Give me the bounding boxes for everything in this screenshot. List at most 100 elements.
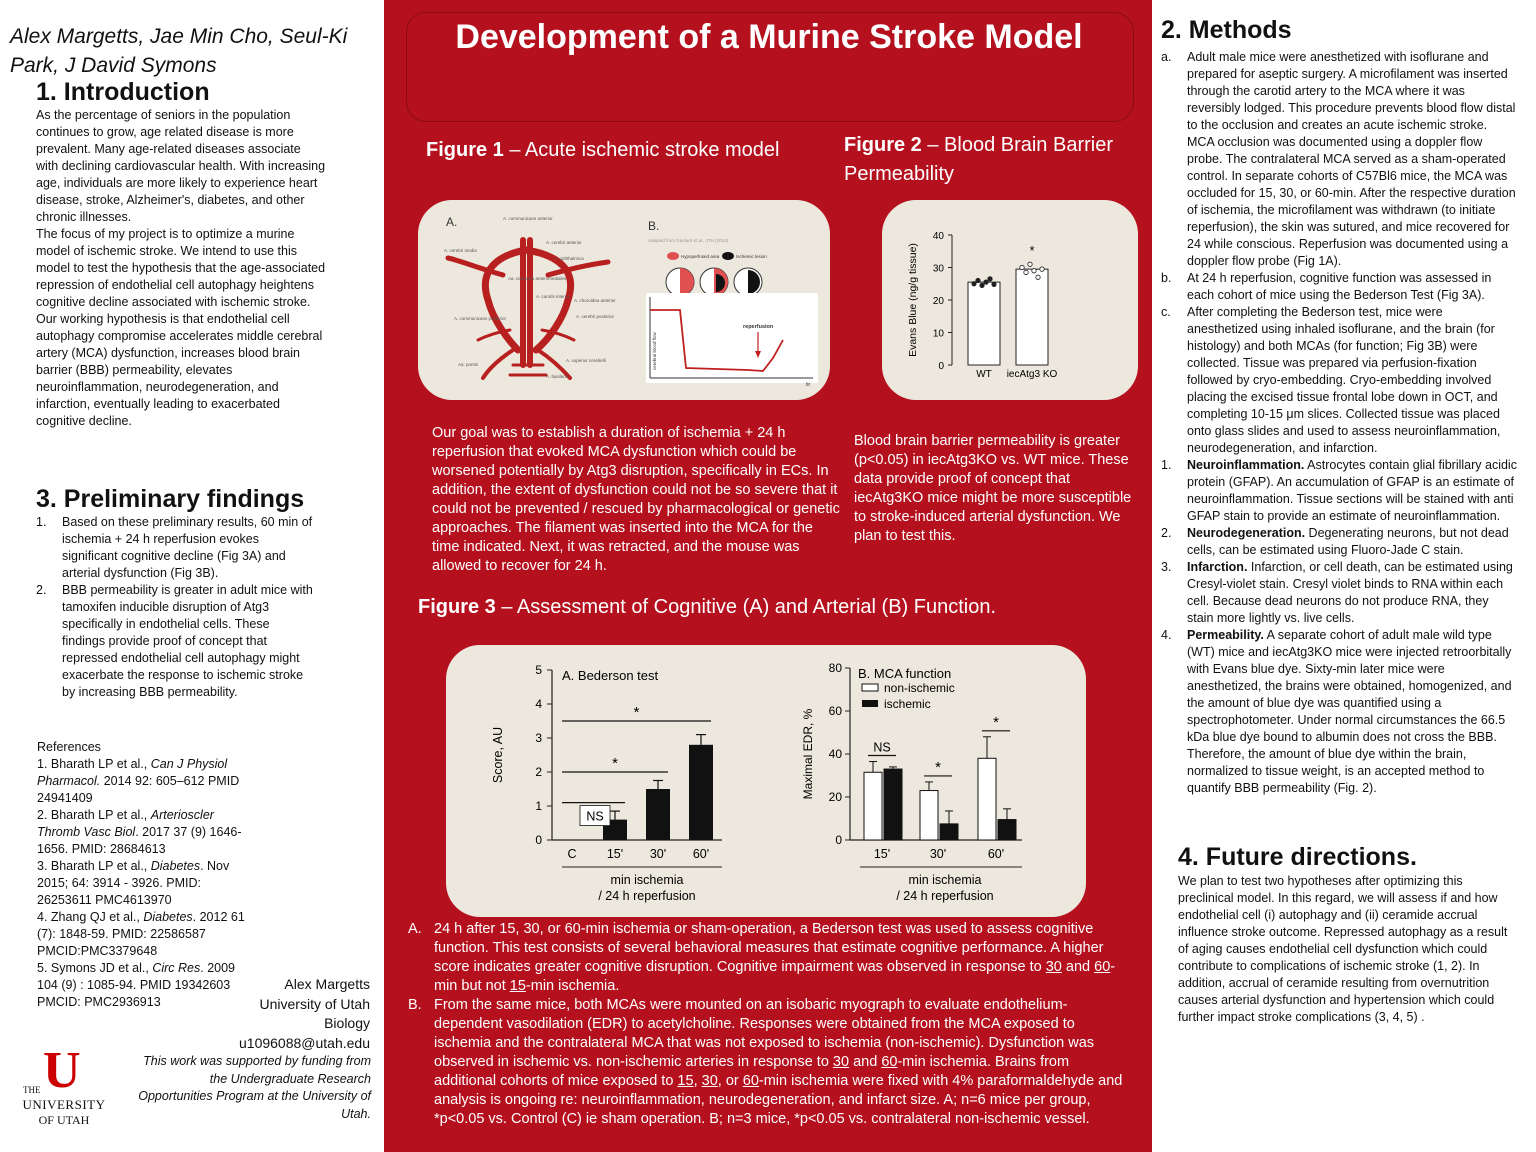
fig3a-title: A. Bederson test	[562, 668, 658, 683]
brain-slices	[665, 267, 763, 297]
anatomy-label: A. superior cerebelli	[566, 358, 606, 363]
references-list: 1. Bharath LP et al., Can J Physiol Phar…	[37, 756, 252, 1011]
prelim-list: 1.Based on these preliminary results, 60…	[36, 514, 316, 701]
fig3b-x-axis-label: / 24 h reperfusion	[896, 889, 993, 903]
fig2-y-tick-label: 20	[933, 296, 945, 307]
fig3b-category-label: 60'	[988, 847, 1004, 861]
fig3b-y-axis-label: Maximal EDR, %	[801, 708, 815, 799]
fig3b-bar	[863, 771, 883, 841]
list-item-bold: Infarction.	[1187, 560, 1248, 574]
list-marker: 2.	[36, 583, 47, 597]
fig3b-y-tick-label: 20	[829, 790, 843, 804]
fig3a-bar	[646, 789, 670, 840]
fig2-data-point	[971, 281, 977, 287]
fig3b-comparison-label: NS	[873, 741, 890, 755]
methods-list: a.Adult male mice were anesthetized with…	[1161, 49, 1517, 797]
list-item-text: Based on these preliminary results, 60 m…	[62, 515, 313, 580]
fig3b-legend-swatch-2	[862, 700, 878, 707]
fig2-bar	[967, 281, 1001, 366]
fig2-y-tick-label: 40	[933, 231, 945, 242]
fig2-y-tick-label: 10	[933, 329, 945, 340]
blood-flow-plot-bg	[646, 293, 818, 383]
list-item-text: A separate cohort of adult male wild typ…	[1187, 628, 1512, 795]
anatomy-label: A. ophthalmica	[554, 256, 584, 261]
logo-line-2: UNIVERSITY	[22, 1097, 106, 1112]
center-column: Development of a Murine Stroke Model Fig…	[384, 0, 1152, 1152]
fig3a-y-tick-label: 2	[535, 765, 542, 779]
fig2-data-point	[979, 282, 985, 288]
fig3a-y-tick-label: 3	[535, 731, 542, 745]
poster-title: Development of a Murine Stroke Model	[455, 18, 1083, 56]
reference-item: 1. Bharath LP et al., Can J Physiol Phar…	[37, 757, 240, 805]
list-item: a.Adult male mice were anesthetized with…	[1161, 49, 1517, 270]
contact-line: University of Utah	[259, 995, 370, 1012]
fig3b-bar	[919, 790, 939, 841]
fig3a-x-axis-label: min ischemia	[611, 873, 684, 887]
fig3a-comparison-label: *	[634, 704, 640, 721]
list-marker: 2.	[1161, 526, 1172, 540]
list-item-text: Astrocytes contain glial fibrillary acid…	[1187, 458, 1517, 523]
fig2-annotation: *	[1029, 243, 1034, 258]
methods-heading: 2. Methods	[1161, 16, 1292, 44]
fig3a-category-label: 30'	[650, 847, 666, 861]
fig3a-category-label: 60'	[693, 847, 709, 861]
reference-item: 3. Bharath LP et al., Diabetes. Nov 2015…	[37, 859, 230, 907]
intro-text: As the percentage of seniors in the popu…	[36, 107, 326, 430]
anatomy-label: A. carotis interna	[536, 294, 570, 299]
left-column: Alex Margetts, Jae Min Cho, Seul-Ki Park…	[0, 0, 384, 1152]
fig2-bar	[1015, 268, 1049, 366]
university-logo: U THE UNIVERSITY OF UTAH	[15, 1045, 115, 1135]
list-item-bold: Permeability.	[1187, 628, 1264, 642]
fig2-data-point	[983, 279, 989, 285]
fig2-category-label: WT	[976, 369, 992, 380]
fig2-data-point	[1035, 274, 1041, 280]
fig2-data-point	[1031, 268, 1037, 274]
fig1-panel-a-label: A.	[446, 215, 457, 229]
anatomy-label: Aa. centrales anteromediales	[508, 276, 567, 281]
future-heading: 4. Future directions.	[1178, 843, 1417, 871]
brain-arteries-illustration	[445, 237, 611, 380]
list-item: 3.Infarction. Infarction, or cell death,…	[1161, 559, 1517, 627]
reference-item: 4. Zhang QJ et al., Diabetes. 2012 61 (7…	[37, 910, 245, 958]
list-marker: 3.	[1161, 560, 1172, 574]
fig1-legend-1: Hypoperfused area	[681, 254, 720, 259]
fig3b-comparison-label: *	[935, 759, 941, 776]
lesion-legend-swatch	[722, 252, 734, 260]
fig1-adapted-note: Adapted from Gaulard et al., JTH (2014)	[648, 238, 729, 243]
logo-line-3: OF UTAH	[38, 1113, 90, 1127]
figure-2-text: Blood brain barrier permeability is grea…	[854, 433, 1132, 544]
fig2-category-label: iecAtg3 KO	[1007, 369, 1058, 380]
list-item-text: Degenerating neurons, but not dead cells…	[1187, 526, 1509, 557]
reference-item: 5. Symons JD et al., Circ Res. 2009 104 …	[37, 961, 236, 1009]
fig2-data-point	[987, 276, 993, 282]
fig2-y-axis-label: Evans Blue (ng/g tissue)	[907, 243, 919, 357]
fig1-panel-b-label: B.	[648, 219, 659, 233]
fig3a-y-tick-label: 1	[535, 799, 542, 813]
fig3a-comparison-label: *	[612, 755, 618, 772]
blood-flow-trace	[650, 309, 784, 372]
anatomy-label: A. cerebri media	[444, 248, 477, 253]
reference-item: 2. Bharath LP et al., Arterioscler Throm…	[37, 808, 242, 856]
list-item-bold: Neurodegeneration.	[1187, 526, 1306, 540]
hypoperfused-legend-swatch	[667, 252, 679, 260]
list-item-bold: Neuroinflammation.	[1187, 458, 1305, 472]
list-marker: 4.	[1161, 628, 1172, 642]
list-item: c.After completing the Bederson test, mi…	[1161, 304, 1517, 457]
fig3b-x-axis-label: min ischemia	[909, 873, 982, 887]
fig3a-y-tick-label: 5	[535, 663, 542, 677]
list-marker: b.	[1161, 271, 1172, 285]
right-column: 2. Methods a.Adult male mice were anesth…	[1152, 0, 1536, 1152]
figure-3-text: A. 24 h after 15, 30, or 60-min ischemia…	[408, 920, 1128, 1129]
fig3a-y-tick-label: 0	[535, 833, 542, 847]
list-marker: c.	[1161, 305, 1171, 319]
fig2-data-point	[1027, 261, 1033, 267]
fig3b-category-label: 30'	[930, 847, 946, 861]
list-item: b.At 24 h reperfusion, cognitive functio…	[1161, 270, 1517, 304]
fig3b-bar	[883, 768, 903, 841]
list-item-text: BBB permeability is greater in adult mic…	[62, 583, 313, 699]
list-item: 2. Neurodegeneration. Degenerating neuron…	[1161, 525, 1517, 559]
fig3b-y-tick-label: 60	[829, 704, 843, 718]
